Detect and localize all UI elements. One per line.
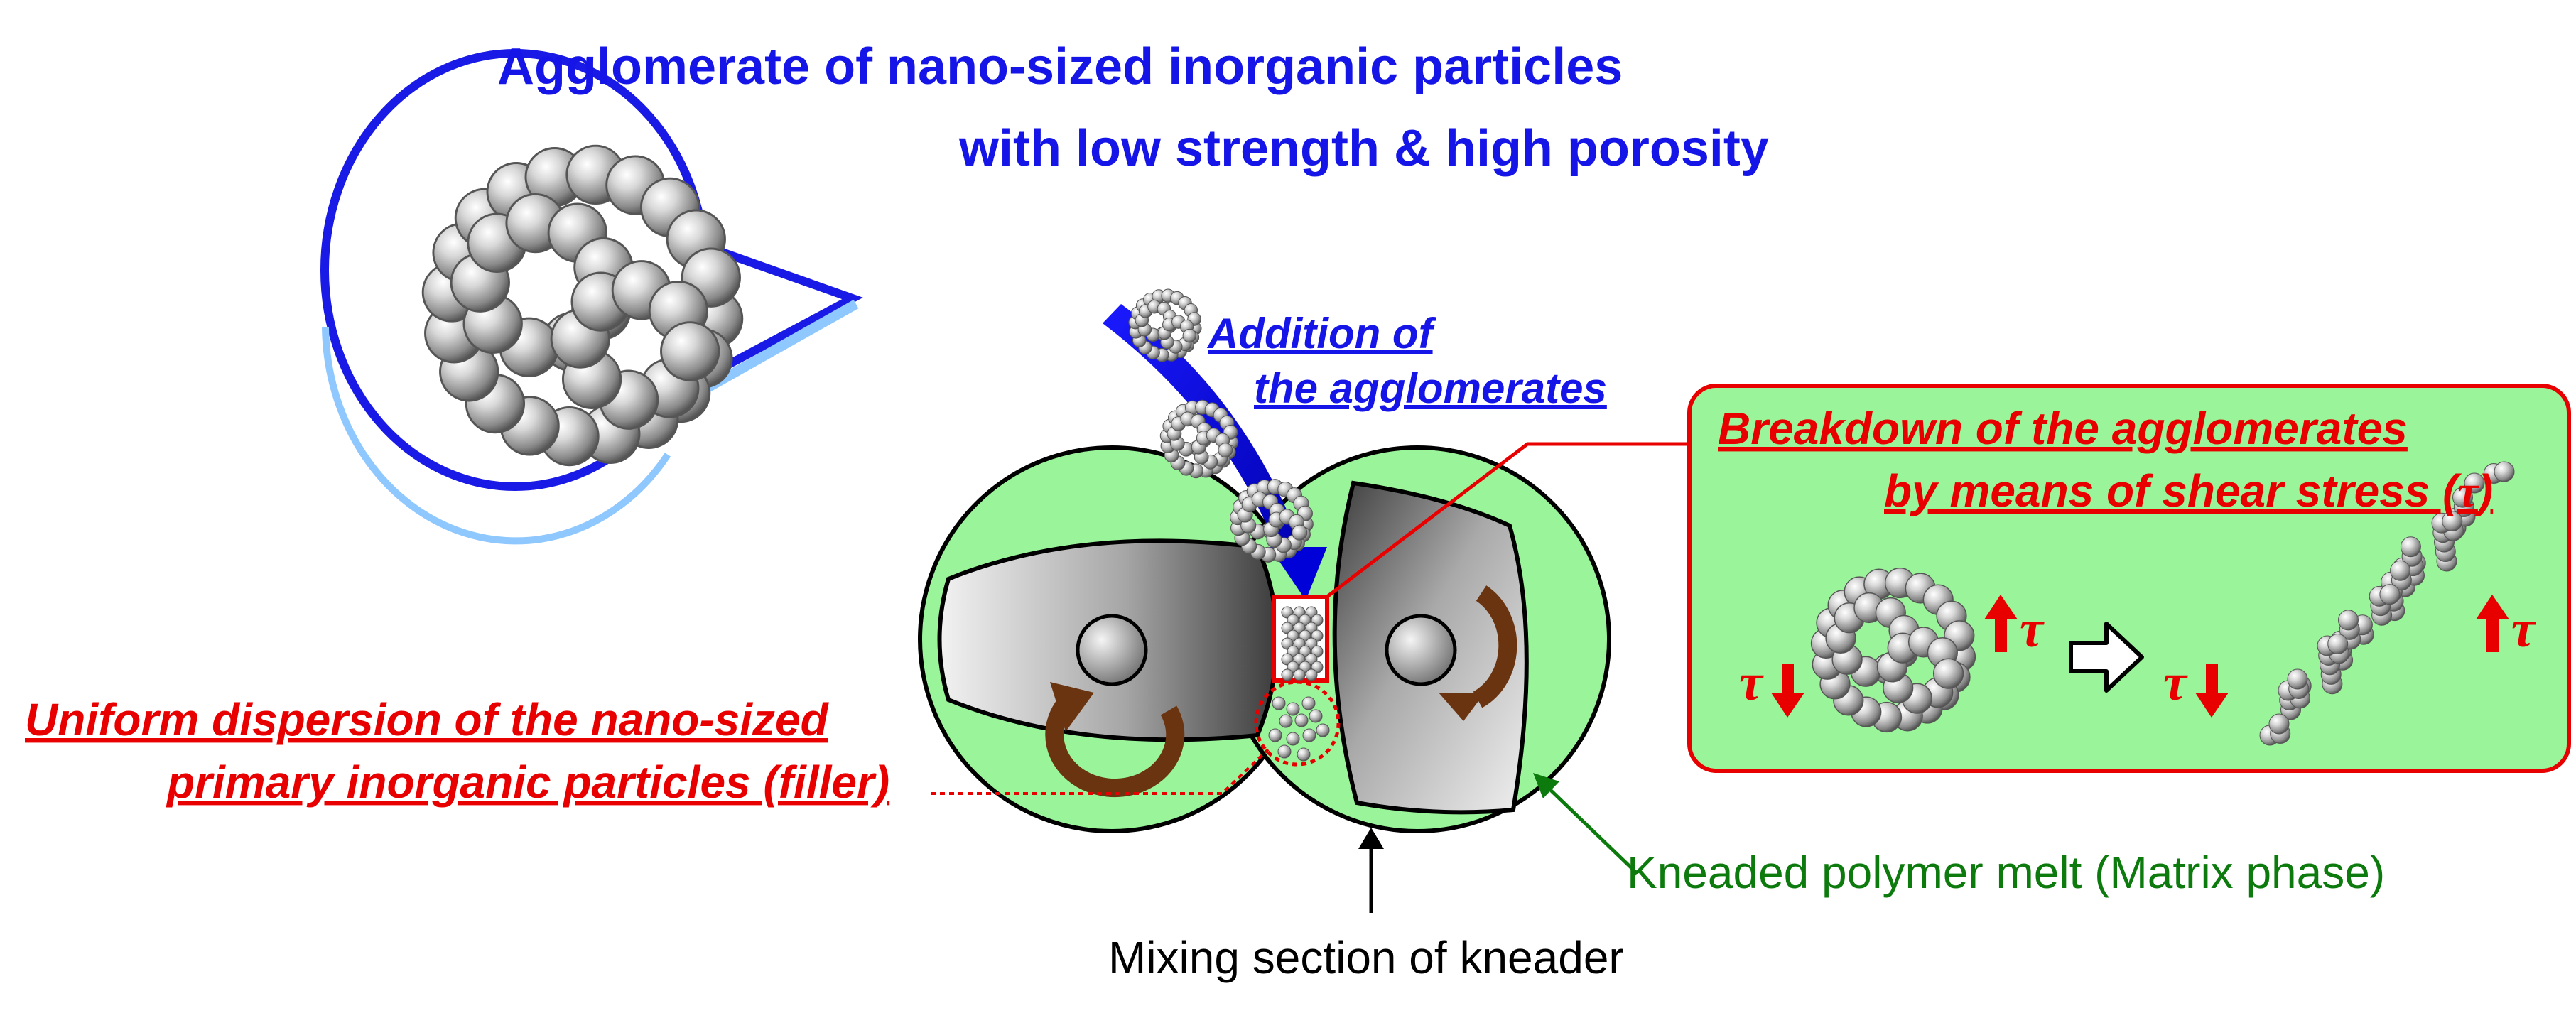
panel-dispersed-particle [2400,536,2421,558]
shear-symbol-left-up: τ [2020,600,2045,659]
matrix-label: Kneaded polymer melt (Matrix phase) [1627,847,2385,898]
falling-particle [1182,328,1197,343]
nip-particles [1281,606,1324,681]
panel-agglomerate-particle [1932,658,1964,689]
left-rotation-arrow [1045,693,1185,798]
panel-dispersed-particle [2452,487,2473,508]
matrix-pointer-line [1540,780,1639,875]
panel-dispersed-particle [2268,713,2290,735]
nip-particle [1281,668,1294,681]
panel-dispersed-particle [2494,461,2515,482]
left-shaft [1076,614,1148,686]
panel-dispersed-particle [2379,584,2401,605]
dispersed-particle [1302,728,1316,742]
falling-agglomerates [1128,288,1314,563]
addition-label-line2: the agglomerates [1254,364,1607,412]
dispersed-particle [1297,747,1311,762]
nip-region [1254,595,1341,767]
breakdown-title-tau: τ [2457,466,2479,516]
shear-symbol-left-down: τ [1739,654,1764,712]
shear-symbol-right-down: τ [2163,654,2188,712]
panel-dispersed-particle [2287,668,2308,690]
dispersion-leader-line [931,748,1270,795]
breakdown-leader-line [1326,442,1701,598]
broken-agglomerate [2259,461,2515,746]
intact-agglomerate [1810,567,1976,733]
agglomerate-particle-cluster [421,144,744,467]
agglomerate-callout [320,16,863,545]
dispersed-particle [1294,713,1309,727]
shear-down-arrow-icon [1771,664,1804,718]
mixing-label: Mixing section of kneader [1108,932,1624,983]
panel-dispersed-particle [2390,560,2411,581]
dispersed-particle [1279,714,1293,728]
breakdown-title-text: by means of shear stress ( [1884,465,2462,516]
dispersed-particle [1277,744,1292,759]
dispersion-label-line1: Uniform dispersion of the nano-sized [25,694,830,745]
dispersed-particle [1286,702,1300,716]
panel-dispersed-particle [2464,472,2485,494]
shear-up-arrow-icon [2476,595,2509,652]
mixing-pointer-arrowhead [1358,828,1384,849]
right-shaft [1385,614,1457,686]
shear-up-arrow-icon [1984,595,2018,652]
left-rotation-arrowhead [1050,682,1094,732]
dispersed-particle [1301,696,1316,710]
breakdown-panel-box [1687,384,2571,773]
shear-down-arrow-icon [2195,664,2229,718]
dispersed-particle [1309,709,1323,723]
dispersion-highlight-circle [1254,680,1341,767]
shear-symbol-right-up: τ [2511,600,2536,659]
falling-particle [1292,524,1308,541]
feed-arrowhead [1270,547,1327,600]
right-rotation-arrow [1473,585,1517,708]
falling-particle [1218,443,1233,458]
matrix-pointer-arrowhead [1533,773,1559,798]
callout-title-line1: Agglomerate of nano-sized inorganic part… [497,38,1623,95]
dispersed-particle [1286,732,1300,746]
dispersed-particle [1272,696,1286,710]
dispersion-label-line2: primary inorganic particles (filler) [166,757,889,808]
nip-particle [1305,668,1318,681]
callout-title-line2: with low strength & high porosity [958,120,1769,177]
panel-dispersed-particle [2327,634,2349,654]
breakdown-title-line1: Breakdown of the agglomerates [1718,403,2408,454]
dispersed-particles [1268,696,1330,762]
agglomerate-particle [660,321,720,381]
breakdown-title-line2: by means of shear stress (τ) [1884,465,2493,516]
nip-particle [1293,668,1306,681]
breakdown-panel: τ τ τ τ [1687,384,2571,773]
panel-dispersed-particle [2442,511,2463,532]
dispersed-particle [1316,723,1330,737]
transform-arrow-icon [2069,622,2144,693]
addition-label-line1: Addition of [1206,310,1436,357]
dispersed-particle [1268,728,1282,742]
panel-dispersed-particle [2338,610,2359,631]
right-rotation-arrowhead [1439,693,1485,721]
